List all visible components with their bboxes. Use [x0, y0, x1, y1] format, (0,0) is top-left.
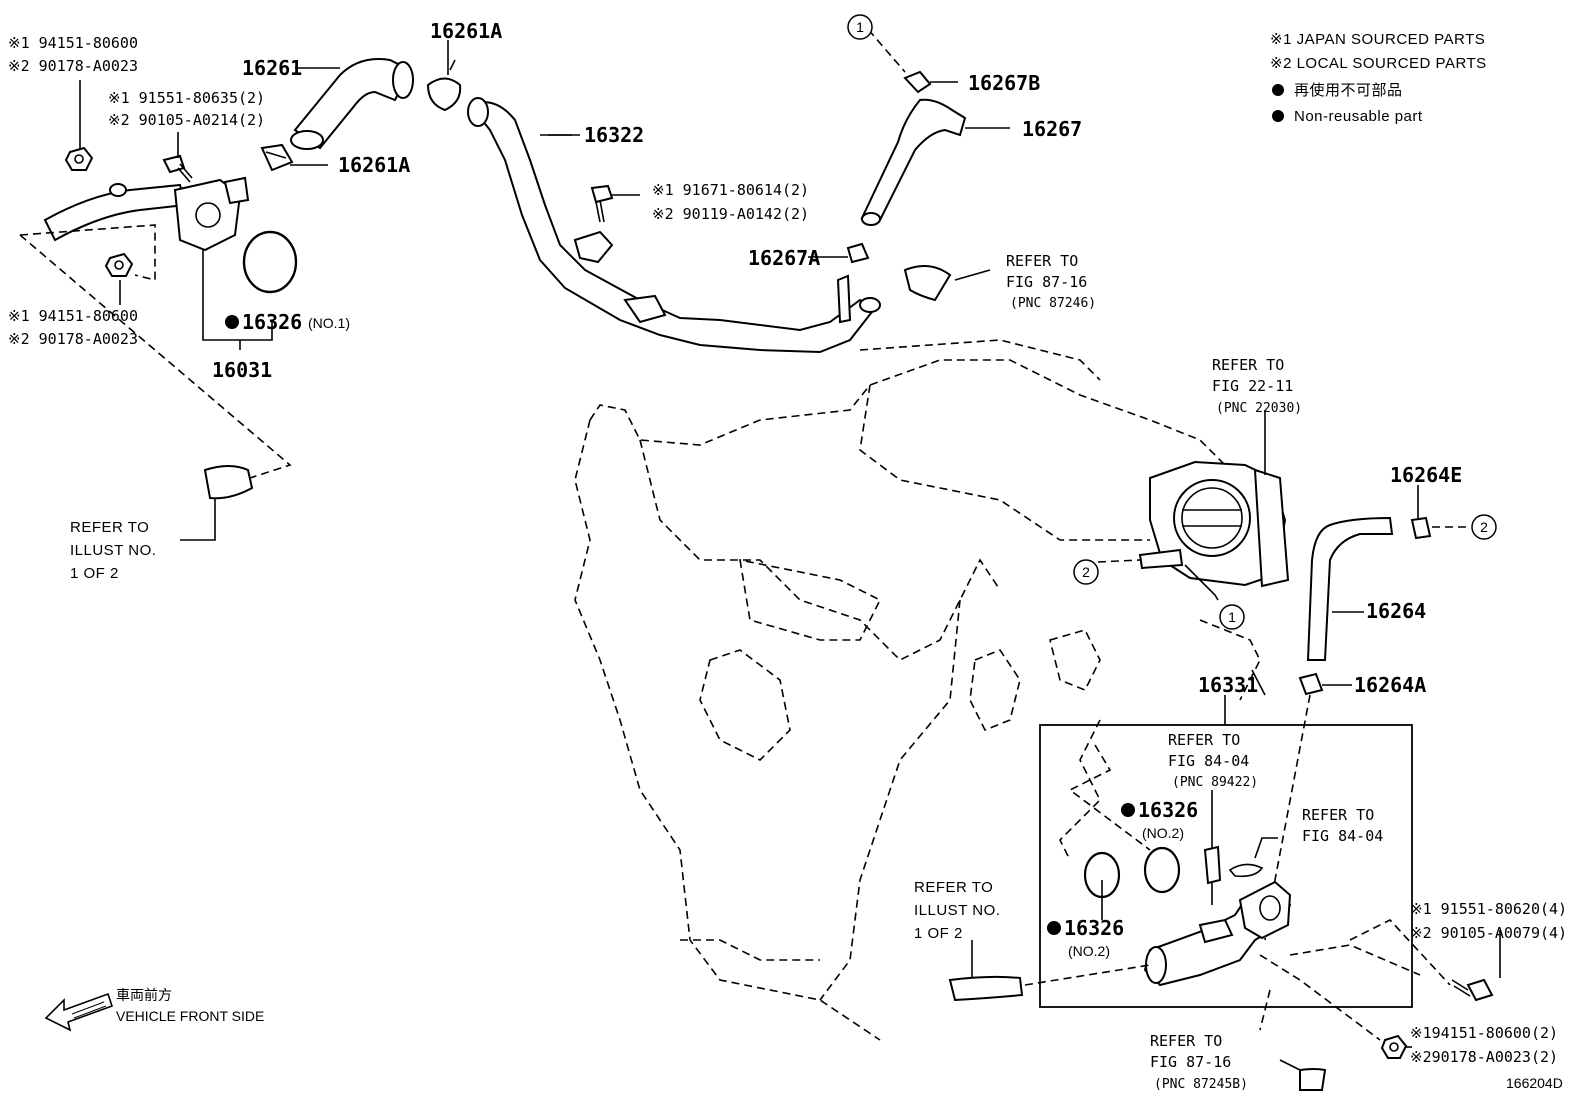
callout-circle-2: 2	[1471, 514, 1497, 540]
refer-label: ILLUST NO.	[914, 902, 1000, 919]
refer-label: REFER TO	[1212, 356, 1284, 374]
part-number: 16264E	[1390, 463, 1462, 487]
fastener-label: ※2 90105-A0214(2)	[108, 111, 265, 129]
figure-id: 166204D	[1506, 1075, 1563, 1091]
fastener-label: ※290178-A0023(2)	[1410, 1048, 1558, 1066]
sensor-icon	[1203, 845, 1222, 905]
fastener-label: ※1 91551-80635(2)	[108, 89, 265, 107]
part-number: 16326	[242, 310, 302, 334]
clamp-icon	[903, 70, 932, 94]
vehicle-front-jp: 車両前方	[116, 987, 172, 1003]
legend-local: ※2 LOCAL SOURCED PARTS	[1270, 55, 1487, 72]
refer-label: (PNC 87245B)	[1154, 1077, 1248, 1092]
part-number: 16261A	[338, 153, 410, 177]
gasket-16326-no1	[242, 230, 298, 294]
refer-label: REFER TO	[1168, 731, 1240, 749]
part-number: 16326	[1064, 916, 1124, 940]
clamp-icon	[426, 59, 462, 112]
refer-label: (PNC 22030)	[1216, 401, 1302, 416]
fastener-label: ※2 90178-A0023	[8, 57, 138, 75]
legend: ※1 JAPAN SOURCED PARTS ※2 LOCAL SOURCED …	[1270, 31, 1487, 125]
part-suffix: (NO.1)	[308, 315, 350, 331]
part-number: 16331	[1198, 673, 1258, 697]
refer-label: (PNC 87246)	[1010, 296, 1096, 311]
fastener-label: ※1 91551-80620(4)	[1410, 900, 1567, 918]
refer-label: FIG 87-16	[1150, 1053, 1231, 1071]
throttle-body	[1138, 460, 1290, 588]
detail-box	[1039, 724, 1413, 1008]
legend-nonreuse-en: Non-reusable part	[1294, 108, 1423, 125]
part-number: 16322	[584, 123, 644, 147]
clamp-icon	[1298, 672, 1324, 696]
part-number: 16264A	[1354, 673, 1426, 697]
refer-label: REFER TO	[1150, 1032, 1222, 1050]
fastener-label: ※2 90105-A0079(4)	[1410, 924, 1567, 942]
fastener-label: ※194151-80600(2)	[1410, 1024, 1558, 1042]
legend-nonreuse-jp: 再使用不可部品	[1294, 82, 1403, 99]
refer-label: FIG 84-04	[1302, 827, 1383, 845]
part-number: 16326	[1138, 798, 1198, 822]
callout-circle-2: 2	[1073, 559, 1099, 585]
refer-label: 1 OF 2	[70, 565, 119, 582]
gasket-16326-no2	[1143, 846, 1181, 894]
clamp-icon	[846, 242, 870, 264]
refer-label: (PNC 89422)	[1172, 775, 1258, 790]
part-suffix: (NO.2)	[1068, 943, 1110, 959]
fastener-label: ※1 91671-80614(2)	[652, 181, 809, 199]
fastener-label: ※2 90178-A0023	[8, 330, 138, 348]
hose-16264	[1306, 516, 1432, 661]
part-number: 16261A	[430, 19, 502, 43]
bolt-icon	[162, 154, 193, 183]
non-reusable-dot-icon	[1047, 921, 1061, 935]
svg-text:1: 1	[856, 19, 864, 35]
refer-label: REFER TO	[1006, 252, 1078, 270]
hose-16261	[290, 58, 414, 150]
legend-japan: ※1 JAPAN SOURCED PARTS	[1270, 31, 1485, 48]
refer-label: REFER TO	[70, 519, 149, 536]
refer-label: REFER TO	[1302, 806, 1374, 824]
pipe-16322	[467, 97, 881, 354]
vehicle-front-arrow-icon	[44, 992, 114, 1032]
part-number: 16267	[1022, 117, 1082, 141]
part-number: 16267A	[748, 246, 820, 270]
non-reusable-dot-icon	[1121, 803, 1135, 817]
engine-outline	[574, 339, 1261, 1041]
svg-text:1: 1	[1228, 609, 1236, 625]
refer-label: FIG 22-11	[1212, 377, 1293, 395]
part-number: 16267B	[968, 71, 1040, 95]
clamp-icon	[260, 143, 294, 172]
part-suffix: (NO.2)	[1142, 825, 1184, 841]
svg-text:2: 2	[1082, 564, 1090, 580]
part-number: 16264	[1366, 599, 1426, 623]
bolt-icon	[590, 184, 614, 223]
refer-label: FIG 84-04	[1168, 752, 1249, 770]
nut-icon	[64, 146, 94, 171]
fastener-label: ※1 94151-80600	[8, 307, 138, 325]
svg-text:2: 2	[1480, 519, 1488, 535]
water-outlet-16331	[1143, 880, 1292, 987]
hose-16267	[860, 98, 967, 226]
refer-label: 1 OF 2	[914, 925, 963, 942]
nut-icon	[1380, 1034, 1408, 1059]
nut-icon	[104, 252, 134, 277]
refer-label: FIG 87-16	[1006, 273, 1087, 291]
callout-circle-1: 1	[847, 14, 873, 40]
part-number: 16031	[212, 358, 272, 382]
non-reusable-dot-icon	[1272, 110, 1284, 122]
vehicle-front-en: VEHICLE FRONT SIDE	[116, 1008, 264, 1024]
callout-circle-1: 1	[1219, 604, 1245, 630]
refer-label: ILLUST NO.	[70, 542, 156, 559]
water-inlet-16031	[43, 176, 250, 252]
bolt-icon	[1451, 978, 1494, 1002]
non-reusable-dot-icon	[1272, 84, 1284, 96]
non-reusable-dot-icon	[225, 315, 239, 329]
refer-label: REFER TO	[914, 879, 993, 896]
part-number: 16261	[242, 56, 302, 80]
fastener-label: ※2 90119-A0142(2)	[652, 205, 809, 223]
fastener-label: ※1 94151-80600	[8, 34, 138, 52]
